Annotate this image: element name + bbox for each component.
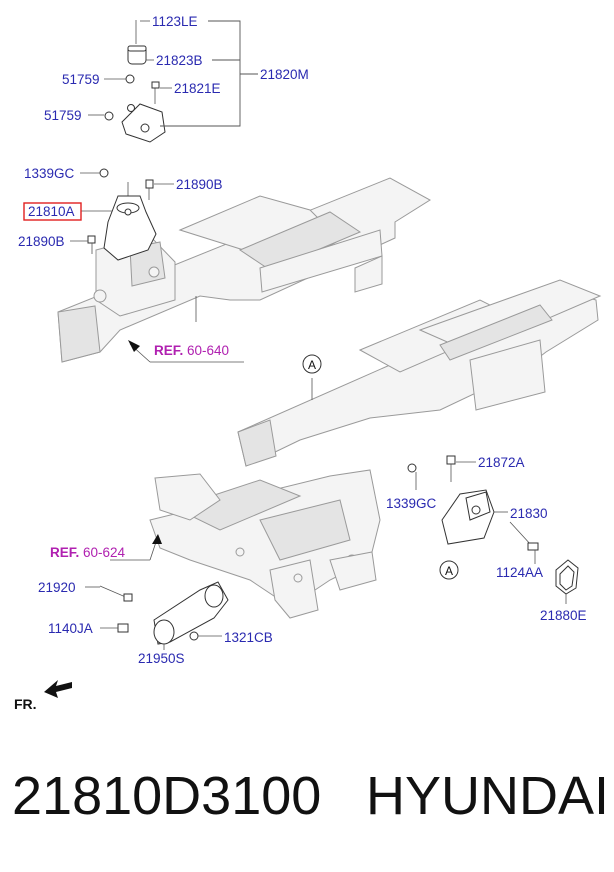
label-21821e[interactable]: 21821E (174, 81, 221, 96)
label-1321cb[interactable]: 1321CB (224, 630, 273, 645)
ref-arrow-60-624 (152, 534, 162, 544)
label-1339gc-top[interactable]: 1339GC (24, 166, 75, 181)
label-1124aa[interactable]: 1124AA (496, 565, 543, 580)
label-21880e[interactable]: 21880E (540, 608, 587, 623)
label-51759-upper[interactable]: 51759 (62, 72, 100, 87)
ref-prefix: REF. (50, 545, 79, 560)
label-21810a[interactable]: 21810A (28, 204, 75, 219)
front-arrow-icon (44, 680, 72, 698)
label-21950s[interactable]: 21950S (138, 651, 185, 666)
engine-mount-bracket-assembly (104, 20, 166, 143)
label-1339gc-right[interactable]: 1339GC (386, 496, 437, 511)
label-21820m[interactable]: 21820M (260, 67, 309, 82)
label-51759-lower[interactable]: 51759 (44, 108, 82, 123)
engine-mount-21810a (87, 168, 157, 261)
footer: 21810D3100 HYUNDAI (0, 765, 614, 845)
marker-a-label: A (308, 358, 316, 372)
subframe (149, 469, 381, 619)
roll-rod-21950s (99, 581, 229, 645)
leader-lines (70, 20, 567, 650)
label-21890b-left[interactable]: 21890B (18, 234, 65, 249)
label-21830[interactable]: 21830 (510, 506, 548, 521)
ref-number: 60-624 (83, 545, 126, 560)
marker-a-label: A (445, 564, 453, 578)
ref-60-624[interactable]: REF. 60-624 (50, 545, 126, 560)
front-direction-indicator: FR. (14, 680, 72, 712)
label-21890b-right[interactable]: 21890B (176, 177, 223, 192)
highlight-box-21810a (23, 202, 82, 221)
label-21823b[interactable]: 21823B (156, 53, 203, 68)
brand-name: HYUNDAI (366, 766, 610, 826)
rear-frame-rail (237, 279, 602, 467)
label-1123le[interactable]: 1123LE (152, 14, 198, 29)
label-21872a[interactable]: 21872A (478, 455, 525, 470)
part-number: 21810D3100 (12, 766, 322, 826)
parts-diagram: 1123LE 21823B 21820M 21821E 51759 51759 … (14, 14, 602, 712)
label-1140ja[interactable]: 1140JA (48, 621, 93, 636)
ref-prefix: REF. (154, 343, 183, 358)
front-label: FR. (14, 696, 37, 712)
ref-arrow-60-640 (128, 340, 140, 352)
ref-60-640[interactable]: REF. 60-640 (154, 343, 229, 358)
label-21920[interactable]: 21920 (38, 580, 76, 595)
marker-a-right: A (439, 560, 459, 580)
marker-a-top: A (302, 354, 322, 374)
transmission-mount-21830 (407, 455, 579, 595)
ref-number: 60-640 (187, 343, 229, 358)
